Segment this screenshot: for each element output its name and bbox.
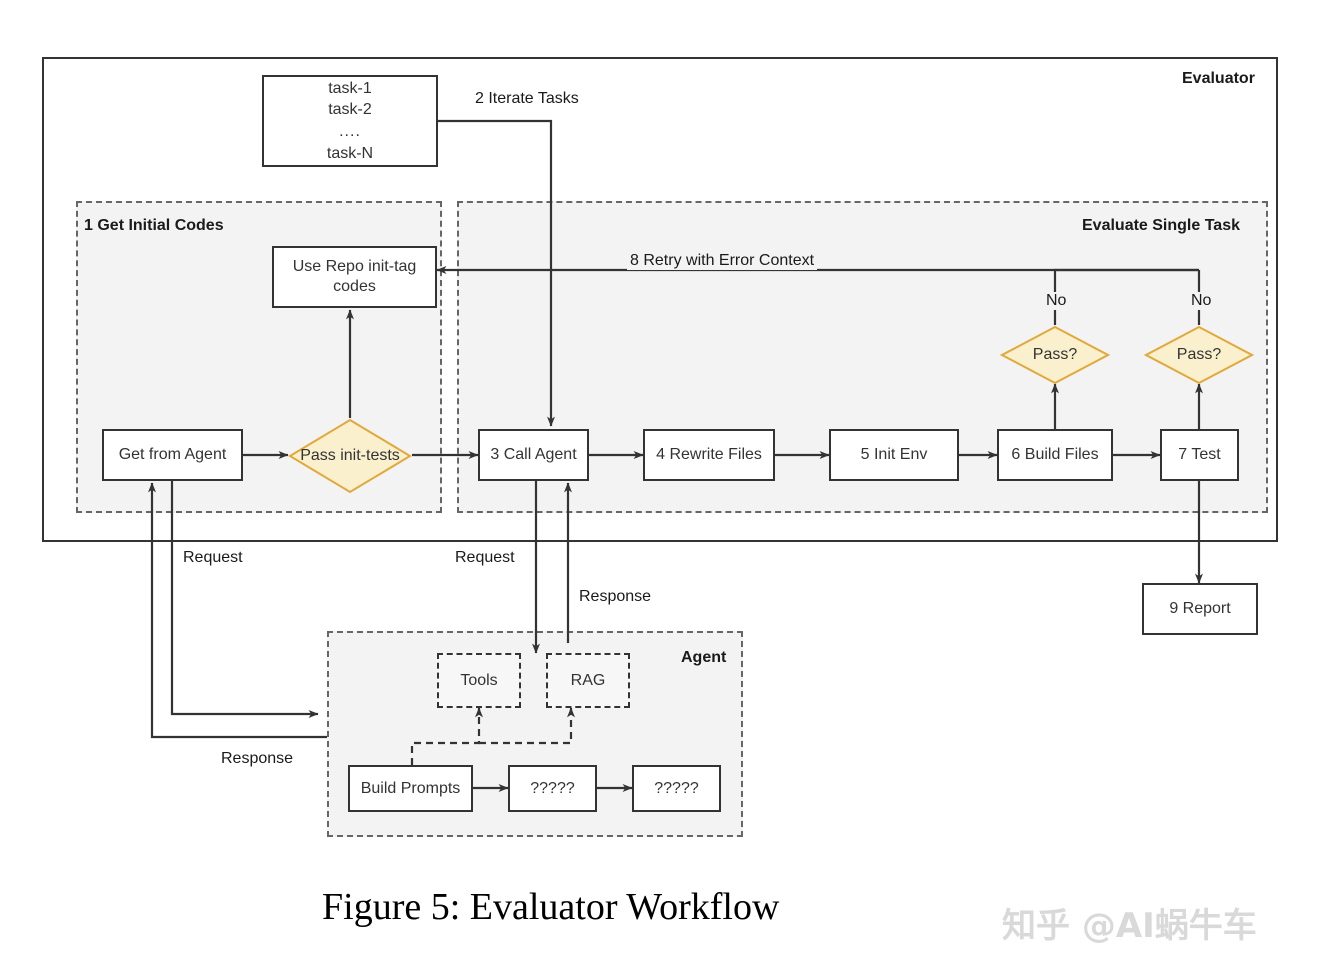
- group-agent-title: Agent: [681, 649, 727, 666]
- task-list-line-3: ....: [339, 123, 361, 140]
- edge-label-request-left: Request: [180, 549, 246, 567]
- node-get-from-agent[interactable]: Get from Agent: [102, 429, 243, 481]
- node-use-repo-init-tag-codes[interactable]: Use Repo init-tag codes: [272, 246, 437, 308]
- node-pass-test[interactable]: Pass?: [1144, 325, 1254, 385]
- node-pass-build[interactable]: Pass?: [1000, 325, 1110, 385]
- zhihu-watermark: 知乎 @AI蜗牛车: [1002, 906, 1257, 946]
- task-list-line-2: task-2: [328, 101, 372, 119]
- node-agent-step-2[interactable]: ?????: [508, 765, 597, 812]
- node-test[interactable]: 7 Test: [1160, 429, 1239, 481]
- node-rag[interactable]: RAG: [546, 653, 630, 708]
- task-list-line-4: task-N: [326, 144, 374, 162]
- node-rewrite-files[interactable]: 4 Rewrite Files: [643, 429, 775, 481]
- edge-label-iterate-tasks: 2 Iterate Tasks: [472, 90, 582, 108]
- diamond-shape-pass-init-tests: [288, 418, 412, 494]
- diamond-shape-pass-test: [1144, 325, 1254, 385]
- node-agent-step-3[interactable]: ?????: [632, 765, 721, 812]
- figure-caption: Figure 5: Evaluator Workflow: [322, 886, 780, 928]
- edge-label-no-test: No: [1188, 292, 1215, 310]
- task-list-line-1: task-1: [328, 79, 372, 97]
- edge-label-response-left: Response: [218, 750, 297, 768]
- group-evaluate-single-task-title: Evaluate Single Task: [1082, 217, 1240, 234]
- edge-label-request-mid: Request: [452, 549, 518, 567]
- node-report[interactable]: 9 Report: [1142, 583, 1258, 635]
- edge-label-response-mid: Response: [576, 588, 655, 606]
- node-tools[interactable]: Tools: [437, 653, 521, 708]
- group-evaluate-single-task: [457, 201, 1268, 513]
- node-pass-init-tests[interactable]: Pass init-tests: [288, 418, 412, 494]
- node-build-files[interactable]: 6 Build Files: [997, 429, 1113, 481]
- edge-label-no-build: No: [1043, 292, 1070, 310]
- edge-label-retry-error-context: 8 Retry with Error Context: [627, 252, 818, 270]
- node-call-agent[interactable]: 3 Call Agent: [478, 429, 589, 481]
- task-list-box: task-1 task-2 .... task-N: [262, 75, 438, 167]
- diamond-shape-pass-build: [1000, 325, 1110, 385]
- node-build-prompts[interactable]: Build Prompts: [348, 765, 473, 812]
- evaluator-title: Evaluator: [1182, 70, 1255, 87]
- node-init-env[interactable]: 5 Init Env: [829, 429, 959, 481]
- group-get-initial-codes-title: 1 Get Initial Codes: [84, 217, 224, 234]
